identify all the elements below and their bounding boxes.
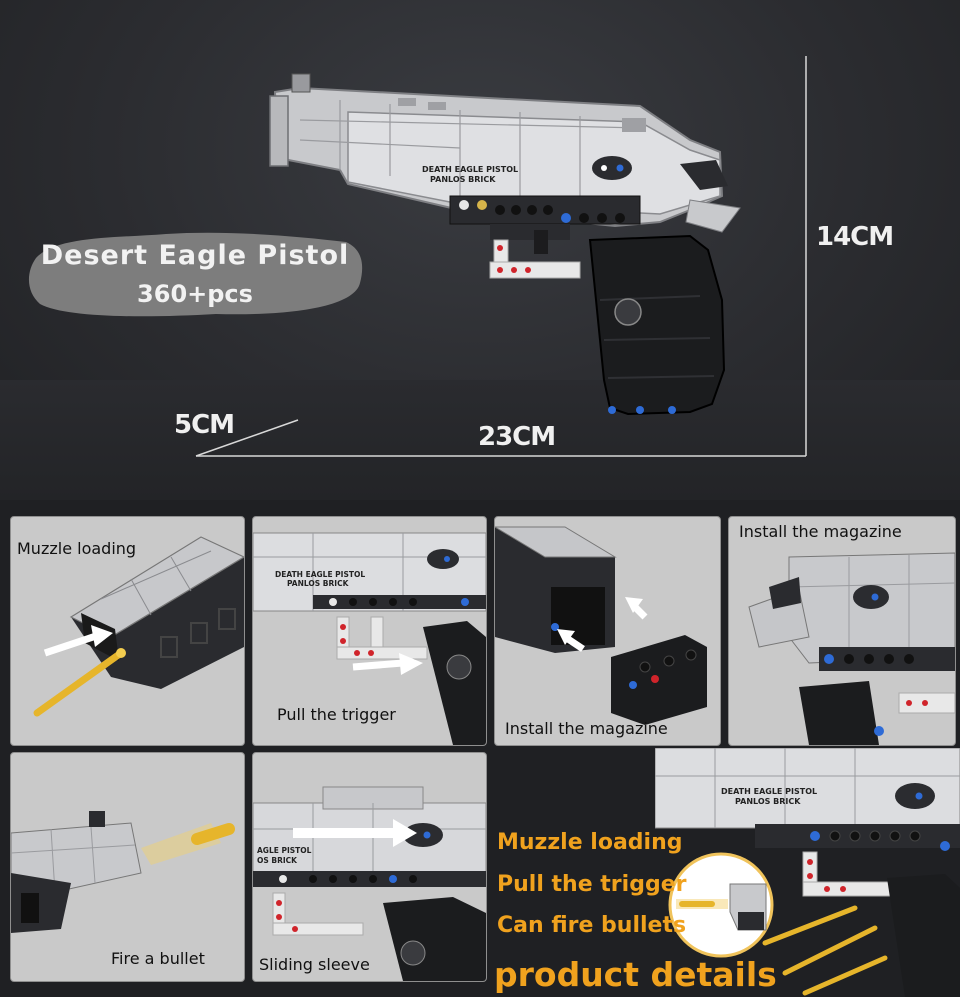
panel-label: Pull the trigger xyxy=(277,705,396,724)
panel-muzzle-loading: Muzzle loading xyxy=(10,516,245,746)
panel-label: Install the magazine xyxy=(739,522,902,541)
print-line1: DEATH EAGLE PISTOL xyxy=(275,570,365,579)
print-line2: PANLOS BRICK xyxy=(287,579,350,588)
print-line2: PANLOS BRICK xyxy=(735,797,801,806)
length-dimension: 23CM xyxy=(478,422,556,452)
print-line2: PANLOS BRICK xyxy=(430,175,496,184)
install-magazine-detail-illustration xyxy=(748,552,955,745)
feature-muzzle-loading: Muzzle loading xyxy=(497,830,683,855)
print-line1: DEATH EAGLE PISTOL xyxy=(422,165,518,174)
sliding-sleeve-illustration: AGLE PISTOL OS BRICK xyxy=(253,786,486,981)
panel-sliding-sleeve: AGLE PISTOL OS BRICK Sliding sleeve xyxy=(252,752,487,982)
floor-shadow xyxy=(0,380,960,500)
panel-fire-bullet: Fire a bullet xyxy=(10,752,245,982)
title-blob xyxy=(28,232,363,317)
depth-dimension: 5CM xyxy=(174,410,235,440)
panel-install-magazine-2: Install the magazine xyxy=(728,516,956,746)
panel-label: Muzzle loading xyxy=(17,539,137,558)
print-line1: DEATH EAGLE PISTOL xyxy=(721,787,817,796)
product-details-heading: product details xyxy=(494,955,777,994)
hero-section: Desert Eagle Pistol 360+pcs DEATH EAGLE … xyxy=(0,0,960,500)
print-line1: AGLE PISTOL xyxy=(257,846,312,855)
print-line2: OS BRICK xyxy=(257,856,298,865)
pull-trigger-illustration: DEATH EAGLE PISTOL PANLOS BRICK xyxy=(253,532,486,745)
magnifier-circle xyxy=(668,852,774,958)
piece-count: 360+pcs xyxy=(137,280,253,308)
features-pistol-illustration: DEATH EAGLE PISTOL PANLOS BRICK xyxy=(655,748,960,997)
feature-pull-trigger: Pull the trigger xyxy=(497,872,687,897)
panel-pull-trigger: DEATH EAGLE PISTOL PANLOS BRICK Pull the… xyxy=(252,516,487,746)
height-dimension: 14CM xyxy=(816,222,894,252)
panel-label: Sliding sleeve xyxy=(259,955,370,974)
panel-label: Install the magazine xyxy=(505,719,668,738)
install-magazine-illustration xyxy=(495,526,707,725)
pistol-illustration: DEATH EAGLE PISTOL PANLOS BRICK xyxy=(195,56,807,457)
panel-install-magazine-1: Install the magazine xyxy=(494,516,721,746)
feature-fire-bullets: Can fire bullets xyxy=(497,913,687,938)
muzzle-loading-illustration xyxy=(33,536,244,717)
panel-label: Fire a bullet xyxy=(111,949,205,968)
fire-bullet-illustration xyxy=(11,811,235,933)
product-title: Desert Eagle Pistol xyxy=(40,240,350,271)
